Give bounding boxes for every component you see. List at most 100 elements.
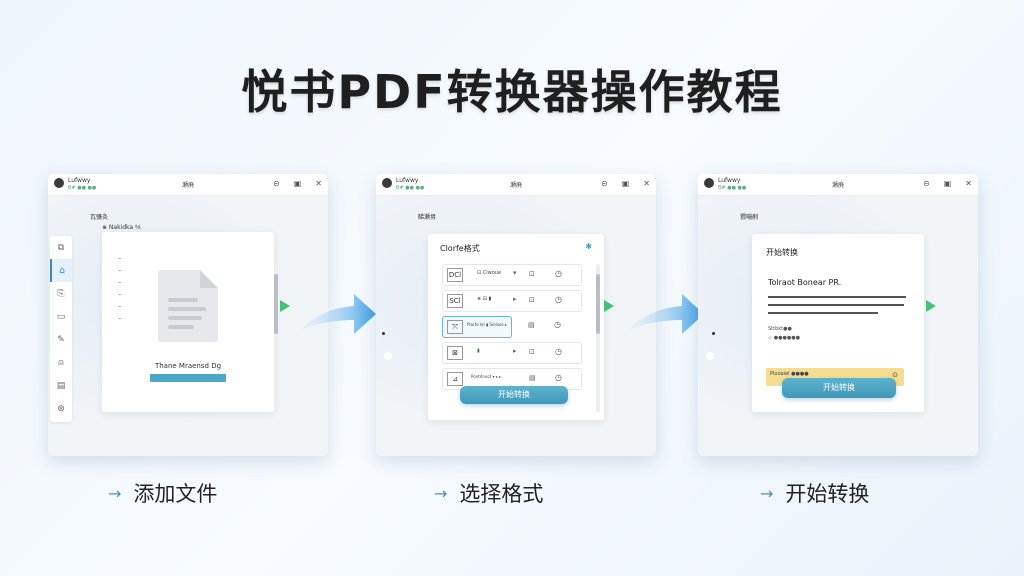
list-icon[interactable]: ▤: [529, 374, 536, 382]
step-label-text: 选择格式: [459, 482, 544, 506]
file-icon: ⎘: [57, 288, 65, 299]
gear-icon[interactable]: ✱: [585, 242, 592, 251]
scrollbar[interactable]: [596, 264, 600, 412]
maximize-icon[interactable]: ▣: [943, 179, 952, 188]
start-convert-button[interactable]: 开始转换: [460, 386, 568, 404]
clock-icon[interactable]: ◷: [555, 295, 562, 304]
sidebar-item-file[interactable]: ⎘: [50, 282, 72, 305]
sidebar-item-home[interactable]: ⌂: [50, 259, 72, 282]
next-arrow-icon: [926, 300, 936, 312]
window-label: 瀬廃: [509, 182, 522, 189]
sidebar: ⧉ ⌂ ⎘ ▭ ✎ ⍝ ▤ ⊛: [50, 236, 72, 422]
sidebar-item-drop[interactable]: ⍝: [50, 351, 72, 374]
step-2-label: → 选择格式: [434, 478, 543, 508]
close-icon[interactable]: ✕: [643, 179, 650, 188]
window-label: 瀬廃: [831, 182, 844, 189]
window-titlebar: Lufwwy B# ●● ●● 瀬廃 ⊝ ▣ ✕: [698, 174, 978, 196]
step-label-text: 开始转换: [785, 482, 870, 506]
meta-line: Sttbkt●●: [768, 326, 792, 332]
minimize-icon[interactable]: ⊝: [273, 179, 280, 188]
format-label: ▮: [477, 348, 480, 354]
app-name: Lufwwy: [396, 177, 419, 184]
sidebar-item-copy[interactable]: ⧉: [50, 236, 72, 259]
arrow-right-icon: →: [434, 483, 448, 503]
sidebar-item-window[interactable]: ▭: [50, 305, 72, 328]
copy-icon[interactable]: ⊡: [529, 270, 535, 278]
avatar: [704, 178, 714, 188]
panel-heading: 睇瀬⽏: [418, 214, 437, 221]
panel-dots: [118, 258, 122, 358]
drop-icon: ⍝: [58, 357, 64, 368]
format-row[interactable]: DCl ⊡ Clwoue ▾ ⊡ ◷: [442, 264, 582, 286]
progress-text: Pluoaiel ●●●●: [770, 371, 809, 377]
image-icon: ⊠: [447, 346, 463, 360]
minimize-icon[interactable]: ⊝: [923, 179, 930, 188]
pencil-icon: ✎: [57, 334, 65, 345]
close-icon[interactable]: ✕: [315, 179, 322, 188]
text-line: [768, 296, 906, 298]
format-label: Plarte lel ▮ Sinloes ▸: [467, 322, 507, 327]
ppt-icon: ⊿: [447, 372, 463, 386]
format-dialog: Clorfe格式 ✱ DCl ⊡ Clwoue ▾ ⊡ ◷ SCl ⋇ ⊟ ▮ …: [428, 234, 604, 420]
format-row[interactable]: SCl ⋇ ⊟ ▮ ▸ ⊡ ◷: [442, 290, 582, 312]
maximize-icon[interactable]: ▣: [293, 179, 302, 188]
document-icon: [158, 270, 218, 342]
copy-icon[interactable]: ⊡: [529, 348, 535, 356]
app-name: Lufwwy: [718, 177, 741, 184]
avatar: [54, 178, 64, 188]
scrollbar[interactable]: [274, 264, 278, 412]
chevron-right-icon[interactable]: ▸: [513, 295, 517, 303]
avatar: [382, 178, 392, 188]
step-3-label: → 开始转换: [760, 478, 869, 508]
clock-icon[interactable]: ◷: [555, 269, 562, 278]
start-convert-button[interactable]: 开始转换: [782, 378, 896, 398]
document-icon: ▤: [56, 380, 66, 391]
xlsx-icon: SCl: [447, 294, 463, 308]
chevron-right-icon[interactable]: ▸: [513, 347, 517, 355]
clock-icon[interactable]: ◷: [554, 320, 561, 329]
maximize-icon[interactable]: ▣: [621, 179, 630, 188]
docx-icon: DCl: [447, 268, 463, 282]
panel-heading: 猥嘣剷: [740, 214, 759, 221]
add-file-button[interactable]: [150, 374, 226, 382]
step-label-text: 添加文件: [133, 482, 218, 506]
clock-icon[interactable]: ◷: [555, 347, 562, 356]
text-line: [768, 312, 878, 314]
window-label: 瀬廃: [181, 182, 194, 189]
shuffle-icon: ⤧: [447, 320, 463, 334]
list-icon[interactable]: ▤: [528, 321, 535, 329]
arrow-right-icon: →: [760, 483, 774, 503]
sidebar-item-doc[interactable]: ▤: [50, 374, 72, 397]
format-label: Pontdnvot ▾ ▸ ▸: [471, 374, 502, 379]
sidebar-item-settings[interactable]: ⊛: [50, 397, 72, 420]
format-row-selected[interactable]: ⤧ Plarte lel ▮ Sinloes ▸: [442, 316, 512, 338]
next-arrow-icon: [280, 300, 290, 312]
app-subtitle: B# ●● ●●: [396, 185, 425, 191]
dot-marker: [382, 332, 385, 335]
meta-line: ⊹ ●●●●●●: [768, 335, 800, 341]
clock-icon[interactable]: ◷: [555, 373, 562, 382]
file-name: Thane Mraensd Dg: [154, 362, 222, 370]
dot-marker: [706, 352, 714, 360]
format-label: ⋇ ⊟ ▮: [477, 296, 492, 302]
minimize-icon[interactable]: ⊝: [601, 179, 608, 188]
page-title: 悦书PDF转换器操作教程: [241, 65, 783, 119]
gear-icon: ⊛: [57, 403, 65, 414]
file-drop-panel[interactable]: Thane Mraensd Dg: [102, 232, 274, 412]
flow-arrow-icon: [628, 294, 704, 334]
text-line: [768, 304, 904, 306]
panel-heading: ⽡彍灸: [90, 214, 109, 221]
flow-arrow-icon: [300, 294, 376, 334]
step2-window: Lufwwy B# ●● ●● 瀬廃 ⊝ ▣ ✕ 睇瀬⽏ Clorfe格式 ✱ …: [376, 174, 656, 456]
chevron-down-icon[interactable]: ▾: [513, 269, 517, 277]
dialog-title: Clorfe格式: [440, 244, 480, 253]
sidebar-item-edit[interactable]: ✎: [50, 328, 72, 351]
panel-subheading: ⋇ Nakidka ⅍: [102, 224, 141, 231]
close-icon[interactable]: ✕: [965, 179, 972, 188]
format-row[interactable]: ⊠ ▮ ▸ ⊡ ◷: [442, 342, 582, 364]
step3-window: Lufwwy B# ●● ●● 瀬廃 ⊝ ▣ ✕ 猥嘣剷 开始转换 Tolrao…: [698, 174, 978, 456]
copy-icon: ⧉: [57, 242, 65, 253]
format-label: ⊡ Clwoue: [477, 270, 502, 276]
copy-icon[interactable]: ⊡: [529, 296, 535, 304]
progress-icon: ⊙: [892, 371, 898, 379]
